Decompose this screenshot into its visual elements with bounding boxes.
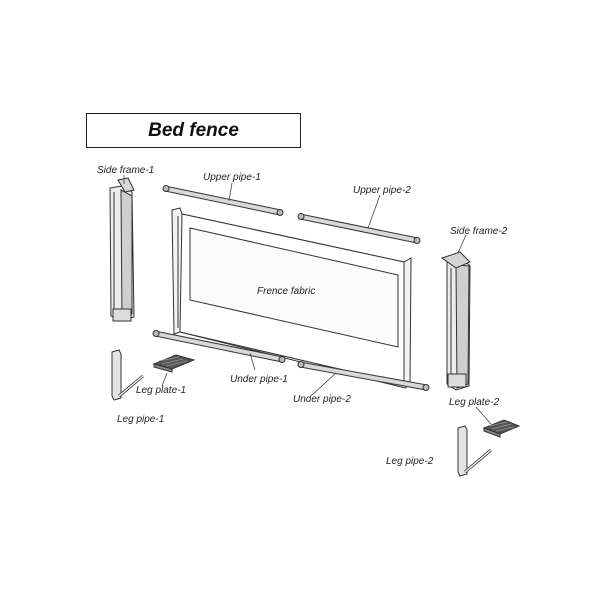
leg-pipe-1: [111, 349, 144, 401]
leg-pipe-2: [457, 425, 492, 477]
label-leg-plate-1: Leg plate-1: [136, 385, 187, 396]
label-upper-pipe-2: Upper pipe-2: [353, 185, 411, 196]
label-fence-fabric: Frence fabric: [257, 286, 316, 297]
leader-lines: [123, 175, 492, 425]
label-leg-pipe-2: Leg pipe-2: [386, 456, 434, 467]
label-side-frame-2: Side frame-2: [450, 226, 508, 237]
leg-plate-2: [482, 419, 521, 438]
side-frame-2: [440, 251, 471, 391]
title-box: Bed fence: [86, 113, 301, 148]
label-leg-plate-2: Leg plate-2: [449, 397, 500, 408]
upper-pipe-2: [297, 213, 421, 244]
label-upper-pipe-1: Upper pipe-1: [203, 172, 261, 183]
leg-plate-1: [152, 354, 196, 373]
label-under-pipe-2: Under pipe-2: [293, 394, 351, 405]
side-frame-1: [109, 177, 135, 322]
under-pipe-2: [297, 361, 430, 391]
upper-pipe-1: [162, 185, 284, 216]
label-leg-pipe-1: Leg pipe-1: [117, 414, 165, 425]
fence-fabric: [171, 207, 412, 389]
diagram-title: Bed fence: [148, 120, 239, 141]
label-under-pipe-1: Under pipe-1: [230, 374, 288, 385]
label-side-frame-1: Side frame-1: [97, 165, 155, 176]
under-pipe-1: [152, 330, 286, 363]
